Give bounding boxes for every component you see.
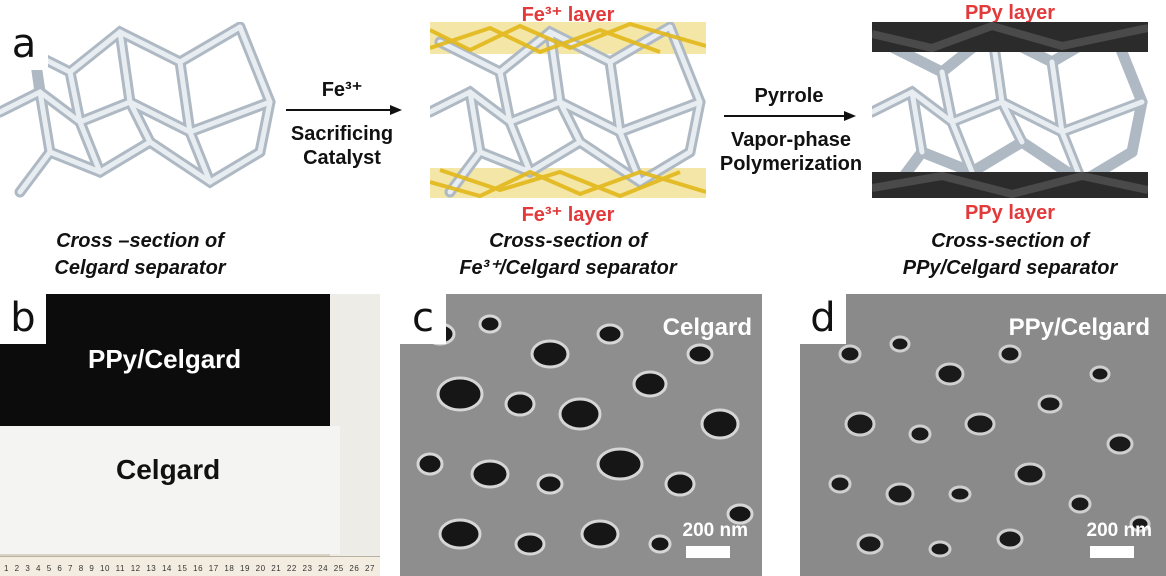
ruler: 1 2 3 4 5 6 7 8 9 10 11 12 13 14 15 16 1… — [0, 556, 380, 576]
fe-celgard-fiber-network-image — [430, 22, 706, 198]
ppy-celgard-fiber-network-image — [872, 22, 1148, 198]
ppy-celgard-pores — [800, 294, 1166, 576]
panel-c-sem-image: Celgard 200 nm — [400, 294, 762, 576]
panel-c-letter: c — [400, 292, 446, 344]
panel-d-letter: d — [800, 292, 846, 344]
celgard-film — [0, 426, 340, 554]
panel-d-scale-label: 200 nm — [1086, 520, 1152, 541]
caption-celgard: Cross –section of Celgard separator — [54, 230, 226, 279]
ppy-layer-top-label: PPy layer — [964, 2, 1056, 24]
panel-d-sem-image: PPy/Celgard 200 nm — [800, 294, 1166, 576]
panel-b-celgard-label: Celgard — [116, 454, 221, 485]
step1-description: Sacrificing Catalyst — [290, 123, 394, 169]
panel-c-scale-bar — [686, 546, 730, 558]
ruler-numbers: 1 2 3 4 5 6 7 8 9 10 11 12 13 14 15 16 1… — [4, 564, 375, 573]
step1-arrow — [286, 105, 402, 115]
panel-d-label: PPy/Celgard — [1008, 314, 1150, 341]
fe-layer-top-label: Fe³⁺ layer — [521, 4, 615, 26]
panel-b-ppy-label: PPy/Celgard — [88, 344, 242, 374]
panel-c-scale-label: 200 nm — [682, 520, 748, 541]
panel-a-letter: a — [0, 18, 48, 70]
step1-reagent: Fe³⁺ — [321, 79, 363, 101]
caption-fe-celgard: Cross-section of Fe³⁺/Celgard separator — [459, 230, 677, 279]
step2-reagent: Pyrrole — [754, 85, 824, 107]
ppy-layer-bottom-label: PPy layer — [964, 202, 1056, 224]
panel-b-photo: PPy/Celgard Celgard 1 2 3 4 5 6 7 8 9 10… — [0, 294, 380, 576]
step2-description: Vapor-phase Polymerization — [719, 129, 863, 175]
celgard-pores — [400, 294, 762, 576]
panel-c-label: Celgard — [662, 314, 752, 341]
caption-ppy-celgard: Cross-section of PPy/Celgard separator — [902, 230, 1118, 279]
panel-d-scale-bar — [1090, 546, 1134, 558]
fe-layer-bottom-label: Fe³⁺ layer — [521, 204, 615, 226]
step2-arrow — [724, 111, 856, 121]
ppy-celgard-film — [0, 294, 330, 426]
panel-b-letter: b — [0, 292, 46, 344]
